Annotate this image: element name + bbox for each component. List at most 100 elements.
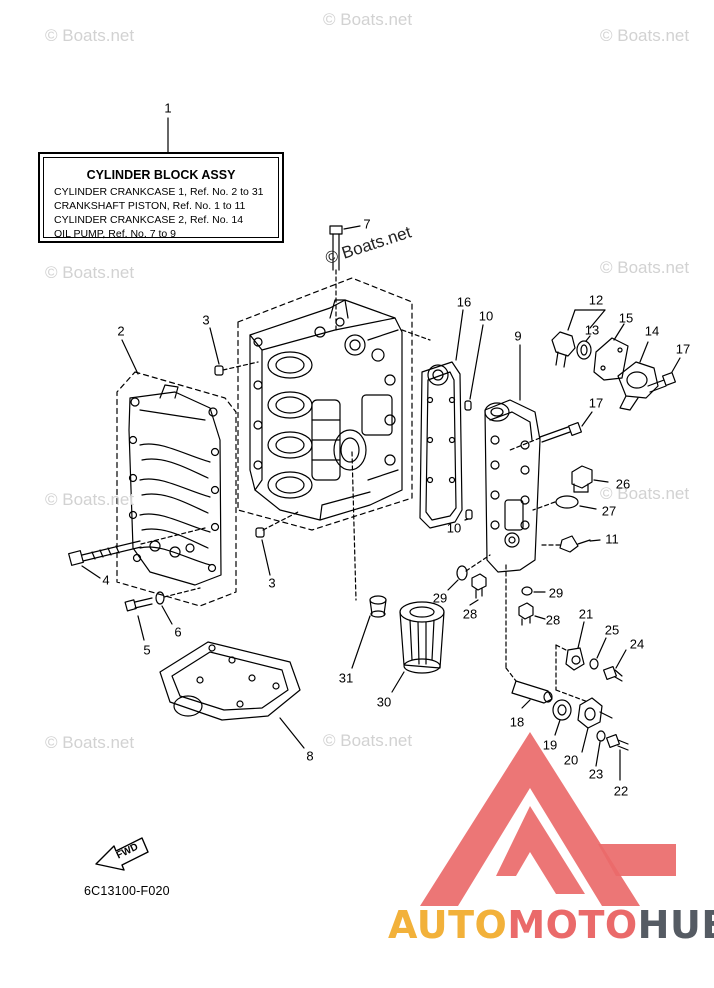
leader-31 <box>351 615 371 669</box>
crankcase-2 <box>128 384 222 586</box>
callout-17-lower: 17 <box>588 395 604 411</box>
gasket-8 <box>159 641 301 721</box>
watermark: © Boats.net <box>45 733 135 752</box>
watermark: © Boats.net <box>600 258 690 277</box>
leader-7 <box>343 225 361 230</box>
dowel-pin-3-lower <box>255 527 265 538</box>
legend-line: CRANKSHAFT PISTON, Ref. No. 1 to 11 <box>54 200 246 212</box>
o-ring-13 <box>576 340 592 360</box>
callout-13: 13 <box>584 322 600 338</box>
fitting-11 <box>539 535 591 553</box>
fitting-12 <box>551 331 576 368</box>
callout-9: 9 <box>514 328 522 344</box>
washer-25 <box>589 658 599 670</box>
bolt-24 <box>602 665 623 682</box>
leader-25 <box>596 637 607 659</box>
watermark: © Boats.net <box>600 484 690 503</box>
callout-25: 25 <box>604 622 620 638</box>
dowel-pin-10-lower <box>465 509 473 520</box>
bracket-21 <box>555 644 589 703</box>
legend-line: CYLINDER CRANKCASE 2, Ref. No. 14 <box>54 214 244 226</box>
washer-6 <box>155 591 165 605</box>
leader-17-upper <box>671 357 681 373</box>
bolt-5 <box>124 597 153 612</box>
callout-15: 15 <box>618 310 634 326</box>
union-bolt-31 <box>369 595 387 618</box>
o-ring-27 <box>555 495 579 509</box>
leader-27 <box>579 505 597 510</box>
callout-27: 27 <box>601 503 617 519</box>
assembly-legend: CYLINDER BLOCK ASSY CYLINDER CRANKCASE 1… <box>38 152 284 243</box>
fwd-arrow-icon <box>95 837 149 871</box>
legend-title: CYLINDER BLOCK ASSY <box>86 168 236 182</box>
bolt-28-left <box>471 573 487 599</box>
watermark: © Boats.net <box>323 10 413 29</box>
watermark: © Boats.net <box>45 26 135 45</box>
callout-6: 6 <box>174 624 182 640</box>
bolt-7 <box>329 225 343 331</box>
automotohub-logo-icon <box>420 732 676 906</box>
legend-line: CYLINDER CRANKCASE 1, Ref. No. 2 to 31 <box>54 186 264 198</box>
callout-4: 4 <box>102 572 110 588</box>
callout-1: 1 <box>164 100 172 116</box>
dowel-pin-3-upper <box>214 365 224 376</box>
oil-pump-cover-9 <box>484 399 541 573</box>
callout-19: 19 <box>542 737 558 753</box>
watermark: © Boats.net <box>323 731 413 750</box>
cover-14 <box>617 361 659 411</box>
callout-29-right: 29 <box>548 585 564 601</box>
leader-23 <box>595 741 601 767</box>
callout-14: 14 <box>644 323 660 339</box>
leader-18 <box>521 699 531 709</box>
leader-28-right <box>534 615 546 620</box>
cylinder-block <box>249 299 403 521</box>
bolt-17-upper <box>647 371 677 393</box>
bolt-4 <box>68 527 206 566</box>
callout-23: 23 <box>588 766 604 782</box>
callout-8: 8 <box>306 748 314 764</box>
bolt-22 <box>605 733 629 751</box>
leader-29-left <box>447 579 459 591</box>
leader-4 <box>81 565 101 579</box>
fitting-19 <box>552 699 572 721</box>
leader-14 <box>639 341 649 363</box>
callout-31: 31 <box>338 670 354 686</box>
leader-3-upper <box>209 327 220 365</box>
leader-28-left <box>469 599 479 606</box>
callout-28-left: 28 <box>462 606 478 622</box>
gasket-16 <box>419 361 463 529</box>
plug-26 <box>571 465 593 493</box>
leader-5 <box>137 615 145 641</box>
leader-24 <box>615 649 627 669</box>
callout-20: 20 <box>563 752 579 768</box>
callout-5: 5 <box>143 642 151 658</box>
callout-16: 16 <box>456 294 472 310</box>
leader-17-lower <box>581 411 593 427</box>
callout-3-upper: 3 <box>202 312 210 328</box>
bolt-28-right <box>518 602 534 626</box>
leader-10-upper <box>469 324 484 400</box>
brand-part-hub: HUB <box>637 903 714 947</box>
callout-29-left: 29 <box>432 590 448 606</box>
callout-17-upper: 17 <box>675 341 691 357</box>
leader-19 <box>554 719 561 736</box>
washer-23 <box>596 730 606 742</box>
leader-20 <box>581 727 589 753</box>
leader-10-lower <box>464 518 469 521</box>
o-ring-29-right <box>521 586 533 596</box>
brand-part-auto: AUTO <box>388 903 508 947</box>
leader-6 <box>161 605 173 625</box>
o-ring-29-left <box>456 565 468 581</box>
callout-12: 12 <box>588 292 604 308</box>
brand-wordmark: AUTOMOTOHUB <box>388 903 714 947</box>
oil-filter-30 <box>399 601 445 674</box>
leader-3-lower <box>261 539 271 576</box>
crankcase-1-dashed-outline <box>237 277 413 531</box>
brand-part-moto: MOTO <box>507 903 638 947</box>
leader-15 <box>613 323 625 341</box>
callout-30: 30 <box>376 694 392 710</box>
watermark: © Boats.net <box>45 490 135 509</box>
callout-10-lower: 10 <box>446 520 462 536</box>
callout-26: 26 <box>615 476 631 492</box>
